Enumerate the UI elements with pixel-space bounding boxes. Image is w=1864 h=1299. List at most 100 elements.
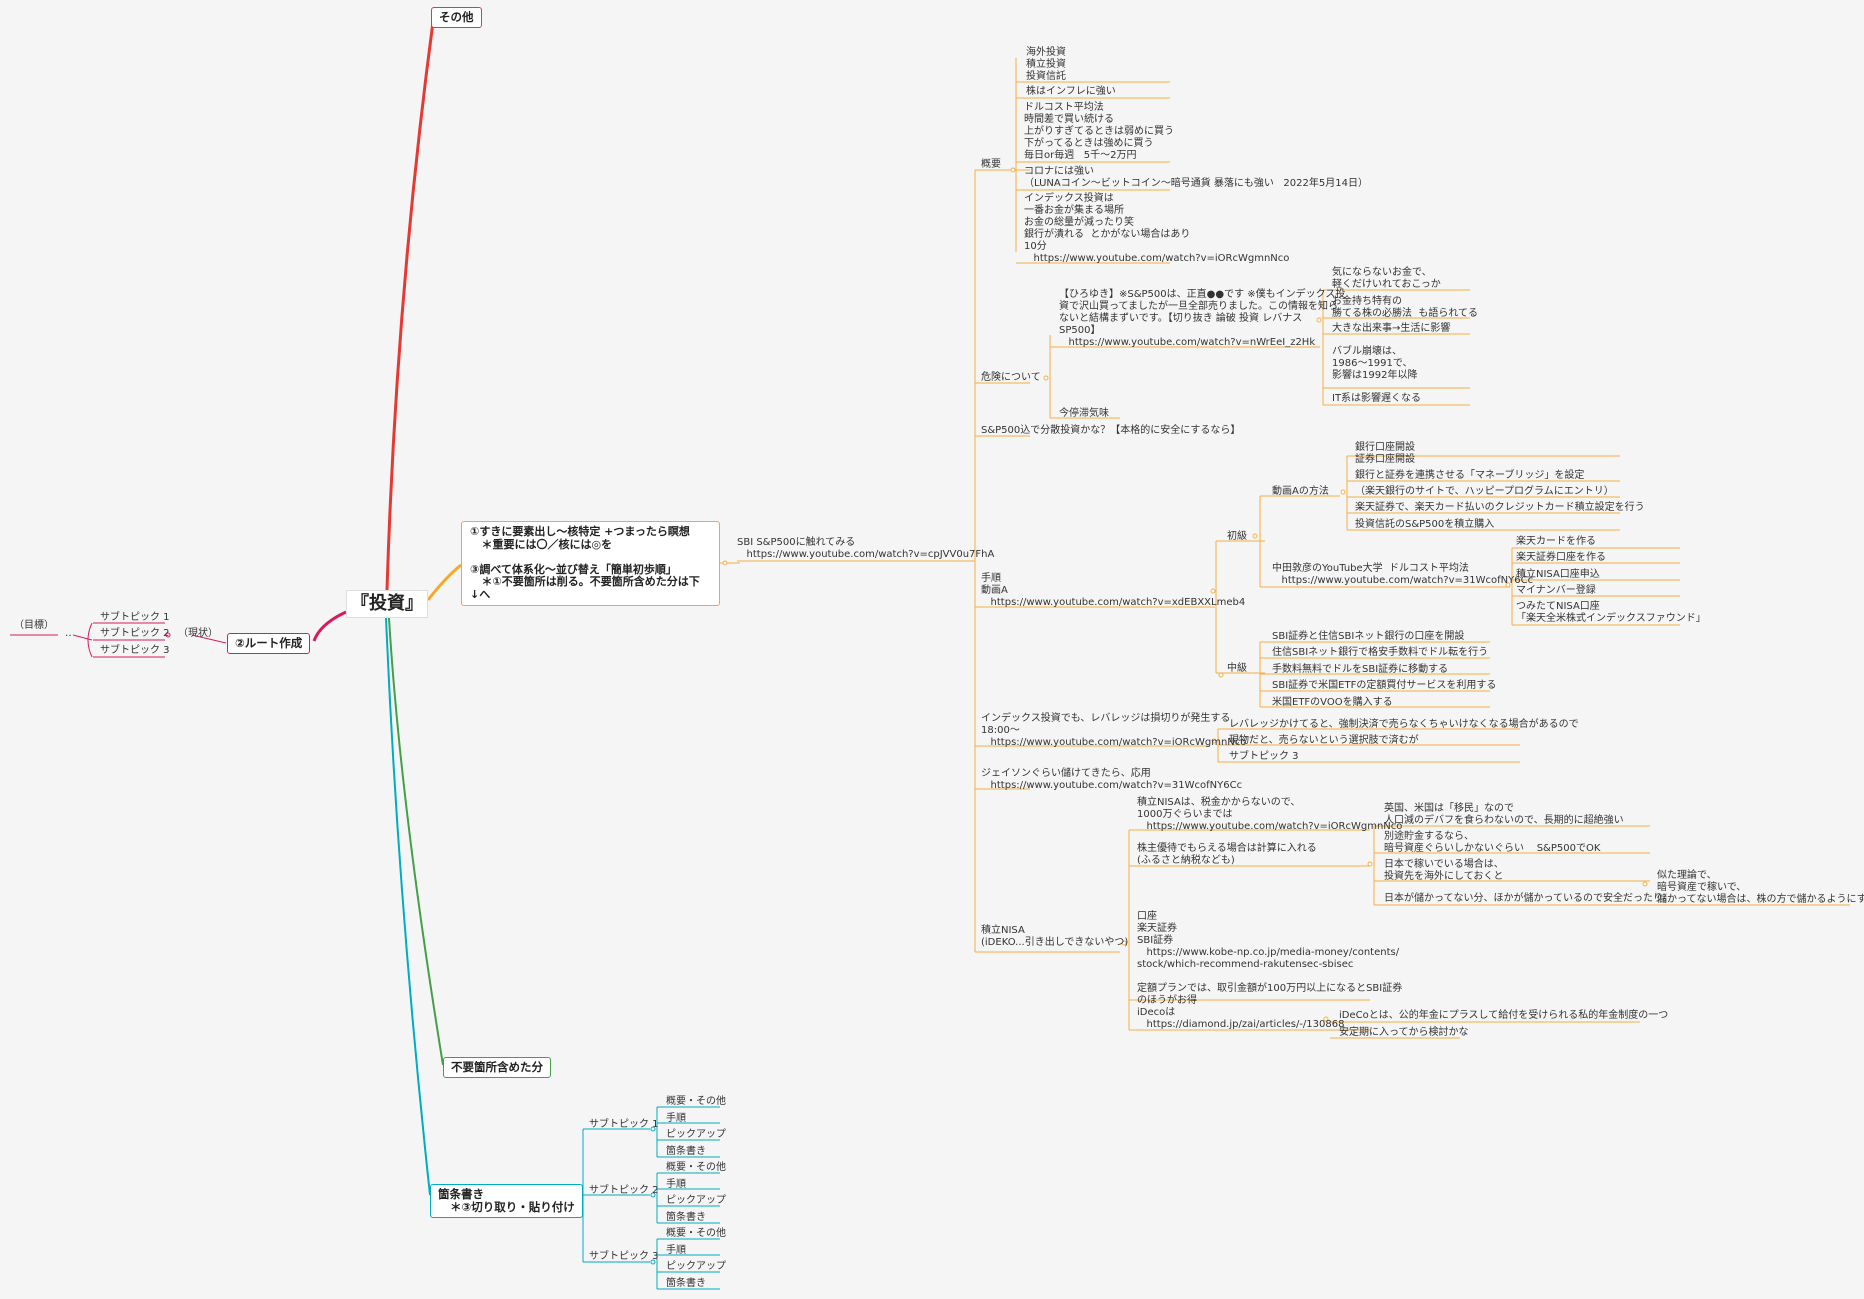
hiroyuki-topic[interactable]: 【ひろゆき】※S&P500は、正直●●です ※僕もインデックス投 資で沢山買って… xyxy=(1059,289,1346,348)
method-a-item[interactable]: 楽天証券で、楽天カード払いのクレジットカード積立設定を行う xyxy=(1355,502,1645,513)
route-ellipsis: ‥ xyxy=(65,628,72,639)
danger-item[interactable]: IT系は影響遅くなる xyxy=(1332,393,1422,404)
nakata-item[interactable]: つみたてNISA口座 「楽天全米株式インデックスファウンド」 xyxy=(1516,601,1706,624)
theory-item[interactable]: 似た理論で、 暗号資産で稼いで、 儲かってない場合は、株の方で儲かるようにする xyxy=(1657,870,1864,905)
method-a-item[interactable]: （楽天銀行のサイトで、ハッピープログラムにエントリ） xyxy=(1355,486,1614,497)
nakata-topic[interactable]: 中田敦彦のYouTube大学 ドルコスト平均法 https://www.yout… xyxy=(1272,563,1534,586)
jason-topic[interactable]: ジェイソンぐらい儲けてきたら、応用 https://www.youtube.co… xyxy=(981,768,1243,791)
sp500-diversify-topic[interactable]: S&P500込で分散投資かな？【本格的に安全にするなら】 xyxy=(981,425,1241,436)
bullet-leaf[interactable]: 概要・その他 xyxy=(666,1096,726,1107)
bullet-leaf[interactable]: 箇条書き xyxy=(666,1146,706,1157)
collapse-node xyxy=(1642,881,1648,887)
recession-topic[interactable]: 今停滞気味 xyxy=(1059,408,1109,419)
bullet-subtopic[interactable]: サブトピック 2 xyxy=(589,1185,659,1196)
collapse-node xyxy=(1505,582,1511,588)
bullet-leaf[interactable]: ピックアップ xyxy=(666,1195,726,1206)
method-a-item[interactable]: 投資信託のS&P500を積立購入 xyxy=(1355,519,1495,530)
nisa-yutai-topic[interactable]: 株主優待でもらえる場合は計算に入れる (ふるさと納税なども) xyxy=(1137,843,1317,866)
bullet-leaf[interactable]: ピックアップ xyxy=(666,1129,726,1140)
danger-item[interactable]: 気にならないお金で、 軽くだけいれておこっか xyxy=(1332,267,1441,290)
branch-line-other xyxy=(385,21,435,591)
leverage-item[interactable]: 現物だと、売らないという選択肢で済むが xyxy=(1229,735,1419,746)
collapse-node xyxy=(1252,533,1258,539)
bullet-leaf[interactable]: 箇条書き xyxy=(666,1278,706,1289)
method-a-item[interactable]: 銀行口座開設 証券口座開設 xyxy=(1355,442,1415,465)
method-a-topic[interactable]: 動画Aの方法 xyxy=(1272,486,1329,497)
nakata-item[interactable]: 楽天カードを作る xyxy=(1516,536,1596,547)
yutai-item[interactable]: 英国、米国は「移民」なので 人口減のデバフを食らわないので、長期的に超絶強い xyxy=(1384,803,1624,826)
leverage-item[interactable]: サブトピック 3 xyxy=(1229,751,1299,762)
yutai-item[interactable]: 日本で稼いでいる場合は、 投資先を海外にしておくと xyxy=(1384,859,1504,882)
overview-item[interactable]: コロナには強い （LUNAコイン～ビットコイン～暗号通貨 暴落にも強い 2022… xyxy=(1024,166,1368,189)
nisa-account-topic[interactable]: 口座 楽天証券 SBI証券 https://www.kobe-np.co.jp/… xyxy=(1137,911,1403,1006)
yutai-item[interactable]: 別途貯金するなら、 暗号資産ぐらいしかないぐらい S&P500でOK xyxy=(1384,831,1601,854)
overview-item[interactable]: 海外投資 積立投資 投資信託 xyxy=(1026,47,1066,82)
collapse-node xyxy=(1323,1016,1329,1022)
danger-item[interactable]: バブル崩壊は、 1986～1991で、 影響は1992年以降 xyxy=(1332,346,1418,381)
bullet-leaf[interactable]: ピックアップ xyxy=(666,1261,726,1272)
collapse-node xyxy=(1340,489,1346,495)
collapse-node xyxy=(1043,375,1049,381)
collapse-node xyxy=(1010,167,1016,173)
collapse-node xyxy=(650,1192,656,1198)
branch-unneeded[interactable]: 不要箇所含めた分 xyxy=(443,1057,551,1078)
overview-item[interactable]: 株はインフレに強い xyxy=(1026,86,1116,97)
danger-item[interactable]: 大きな出来事→生活に影響 xyxy=(1332,323,1451,334)
collapse-node xyxy=(1210,588,1216,594)
danger-topic[interactable]: 危険について xyxy=(981,372,1041,383)
collapse-node xyxy=(1211,738,1217,744)
intermediate-item[interactable]: SBI証券で米国ETFの定額買付サービスを利用する xyxy=(1272,680,1497,691)
bullet-leaf[interactable]: 概要・その他 xyxy=(666,1162,726,1173)
overview-item[interactable]: ドルコスト平均法 時間差で買い続ける 上がりすぎてるときは弱めに買う 下がってる… xyxy=(1024,102,1174,161)
bullet-subtopic[interactable]: サブトピック 3 xyxy=(589,1251,659,1262)
bullet-leaf[interactable]: 手順 xyxy=(666,1113,686,1124)
beginner-topic[interactable]: 初級 xyxy=(1227,531,1247,542)
connector xyxy=(87,622,93,658)
danger-item[interactable]: お金持ち特有の 勝てる株の必勝法 も語られてる xyxy=(1332,296,1479,319)
collapse-node xyxy=(165,632,171,638)
route-current[interactable]: （現状） xyxy=(178,628,218,639)
intermediate-item[interactable]: 米国ETFのVOOを購入する xyxy=(1272,697,1393,708)
route-goal[interactable]: （目標） xyxy=(14,620,54,631)
procedure-topic[interactable]: 手順 動画A https://www.youtube.com/watch?v=x… xyxy=(981,573,1246,608)
collapse-node xyxy=(1121,940,1127,946)
route-subtopic[interactable]: サブトピック 1 xyxy=(100,612,170,623)
route-subtopic[interactable]: サブトピック 3 xyxy=(100,645,170,656)
leverage-item[interactable]: レバレッジかけてると、強制決済で売らなくちゃいけなくなる場合があるので xyxy=(1229,719,1579,730)
nisa-topic[interactable]: 積立NISA (iDEKO...引き出しできないやつ) xyxy=(981,925,1129,948)
bullet-leaf[interactable]: 概要・その他 xyxy=(666,1228,726,1239)
ideco-item[interactable]: iDeCoとは、公的年金にプラスして給付を受けられる私的年金制度の一つ xyxy=(1339,1010,1669,1021)
branch-route[interactable]: ②ルート作成 xyxy=(227,633,311,654)
branch-bullets[interactable]: 箇条書き ＊③切り取り・貼り付け xyxy=(430,1184,583,1218)
bullet-leaf[interactable]: 手順 xyxy=(666,1245,686,1256)
bullet-leaf[interactable]: 手順 xyxy=(666,1179,686,1190)
nakata-item[interactable]: 楽天証券口座を作る xyxy=(1516,552,1606,563)
overview-topic[interactable]: 概要 xyxy=(981,159,1001,170)
leverage-topic[interactable]: インデックス投資でも、レバレッジは損切りが発生する 18:00～ https:/… xyxy=(981,713,1247,748)
nakata-item[interactable]: マイナンバー登録 xyxy=(1516,585,1596,596)
sbi-link-topic[interactable]: SBI S&P500に触れてみる https://www.youtube.com… xyxy=(737,537,995,560)
branch-other[interactable]: その他 xyxy=(431,7,482,28)
branch-line-notes xyxy=(426,563,462,601)
overview-item[interactable]: インデックス投資は 一番お金が集まる場所 お金の総量が減ったり笑 銀行が潰れる … xyxy=(1024,193,1290,264)
intermediate-item[interactable]: SBI証券と住信SBIネット銀行の口座を開設 xyxy=(1272,631,1465,642)
ideco-item[interactable]: 安定期に入ってから検討かな xyxy=(1339,1027,1469,1038)
bullet-leaf[interactable]: 箇条書き xyxy=(666,1212,706,1223)
nisa-ideco-topic[interactable]: iDecoは https://diamond.jp/zai/articles/-… xyxy=(1137,1007,1345,1030)
branch-notes[interactable]: ①すきに要素出し～核特定 +つまったら瞑想 ＊重要には〇／核には◎を ③調べて体… xyxy=(461,521,720,606)
bullet-subtopic[interactable]: サブトピック 1 xyxy=(589,1119,659,1130)
intermediate-item[interactable]: 住信SBIネット銀行で格安手数料でドル転を行う xyxy=(1272,647,1489,658)
yutai-item[interactable]: 日本が儲かってない分、ほかが儲かっているので安全だったり。 xyxy=(1384,893,1673,904)
nisa-tax-topic[interactable]: 積立NISAは、税金かからないので、 1000万ぐらいまでは https://w… xyxy=(1137,797,1403,832)
intermediate-item[interactable]: 手数料無料でドルをSBI証券に移動する xyxy=(1272,664,1449,675)
root-topic[interactable]: 『投資』 xyxy=(346,590,428,618)
method-a-item[interactable]: 銀行と証券を連携させる「マネーブリッジ」を設定 xyxy=(1355,470,1585,481)
collapse-node xyxy=(650,1126,656,1132)
intermediate-topic[interactable]: 中級 xyxy=(1227,663,1247,674)
branch-line-bullets xyxy=(385,617,431,1196)
route-link xyxy=(191,634,227,644)
branch-line-unneeded xyxy=(388,617,444,1066)
route-subtopic[interactable]: サブトピック 2 xyxy=(100,628,170,639)
nakata-item[interactable]: 積立NISA口座申込 xyxy=(1516,569,1600,580)
